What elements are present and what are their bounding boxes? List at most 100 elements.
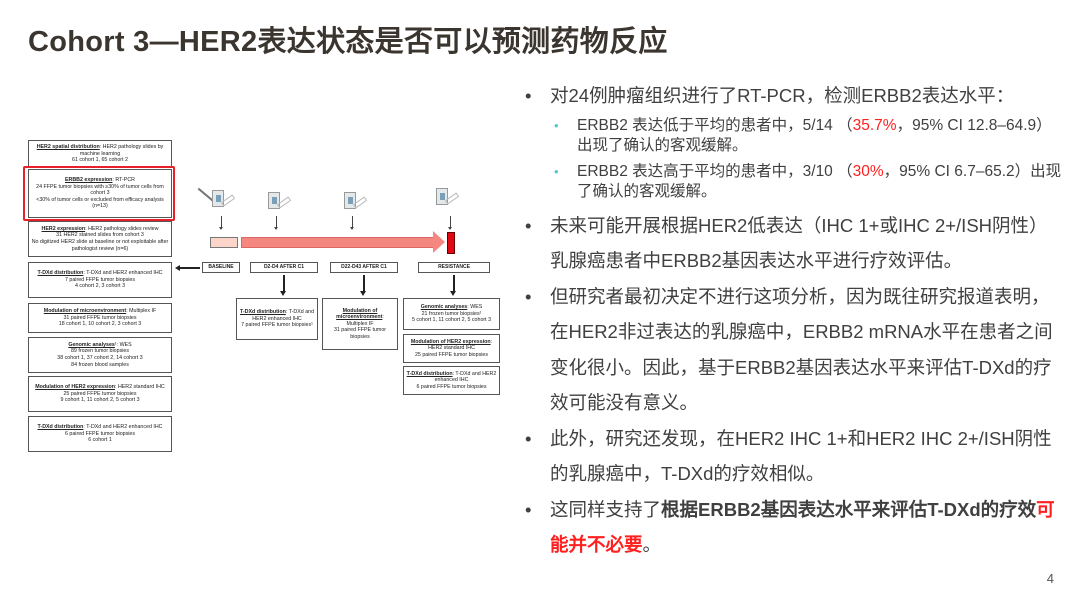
text: 这同样支持了 xyxy=(550,498,662,520)
biopsy-slide-icon xyxy=(436,188,460,214)
sub-bullet-item: ERBB2 表达高于平均的患者中，3/10 （30%，95% CI 6.7–65… xyxy=(523,162,1063,202)
box-heading-label: HER2 expression xyxy=(41,225,86,232)
small-arrow xyxy=(219,216,223,230)
baseline-left-arrow xyxy=(178,267,200,269)
box-heading: HER2 expression: HER2 pathology slides r… xyxy=(31,226,169,233)
highlight-value: 30% xyxy=(852,162,884,180)
box-heading: ERBB2 expression: RT-PCR xyxy=(31,177,169,184)
bullet-item: 对24例肿瘤组织进行了RT-PCR，检测ERBB2表达水平： xyxy=(523,78,1063,114)
bullet-item: 但研究者最初决定不进行这项分析，因为既往研究报道表明，在HER2非过表达的乳腺癌… xyxy=(523,279,1063,421)
box-line: No digitized HER2 slide at baseline or n… xyxy=(31,239,169,252)
bullet-item: 未来可能开展根据HER2低表达（IHC 1+或IHC 2+/ISH阴性）乳腺癌患… xyxy=(523,208,1063,279)
down-arrow xyxy=(360,275,366,296)
down-arrow xyxy=(280,275,286,296)
box-line: 31 HER2 stained slides from cohort 3 xyxy=(56,232,144,239)
box-line: 18 cohort 1, 10 cohort 2, 3 cohort 3 xyxy=(58,321,142,328)
diagram-box: T-DXd distribution: T-DXd and HER2 enhan… xyxy=(236,298,318,340)
box-method: : WES xyxy=(467,304,483,311)
baseline-marker xyxy=(210,237,238,248)
diagram-box: HER2 spatial distribution: HER2 patholog… xyxy=(28,140,172,168)
box-heading: Modulation of HER2 expression: HER2 stan… xyxy=(406,339,497,352)
diagram-box: T-DXd distribution: T-DXd and HER2 enhan… xyxy=(28,262,172,298)
timepoint-d2-d4: D2-D4 AFTER C1 xyxy=(250,262,318,273)
box-heading: Modulation of microenvironment: Multiple… xyxy=(325,308,395,328)
box-line: 84 frozen blood samples xyxy=(71,361,129,368)
text: 。 xyxy=(642,534,662,555)
resistance-marker xyxy=(447,232,455,254)
highlight-text: 可能并不必要 xyxy=(550,498,1055,556)
box-heading-label: Modulation of HER2 expression xyxy=(410,338,491,345)
slide-title: Cohort 3—HER2表达状态是否可以预测药物反应 xyxy=(28,26,668,58)
timepoint-d22-d43: D22-D43 AFTER C1 xyxy=(330,262,398,273)
box-heading-label: T-DXd distribution xyxy=(37,424,84,431)
biopsy-slide-icon xyxy=(268,192,292,218)
box-method: : HER2 standard IHC xyxy=(115,384,165,391)
diagram-box: T-DXd distribution: T-DXd and HER2 enhan… xyxy=(28,416,172,452)
box-heading: T-DXd distribution: T-DXd and HER2 enhan… xyxy=(239,309,315,322)
box-heading: T-DXd distribution: T-DXd and HER2 enhan… xyxy=(31,424,169,431)
sub-bullet-item: ERBB2 表达低于平均的患者中，5/14 （35.7%，95% CI 12.8… xyxy=(523,116,1063,156)
box-line: 7 paired FFPE tumor biopsies xyxy=(64,276,136,283)
diagram-box: Modulation of microenvironment: Multiple… xyxy=(322,298,398,350)
timepoint-baseline: BASELINE xyxy=(202,262,240,273)
box-method: : T-DXd and HER2 enhanced IHC xyxy=(83,424,163,431)
treatment-arrow-head xyxy=(433,231,445,253)
box-method: : T-DXd and HER2 enhanced IHC xyxy=(434,370,497,384)
small-arrow xyxy=(448,216,452,230)
box-heading-label: Genomic analyses xyxy=(68,341,115,348)
box-method: : Multiplex IF xyxy=(346,314,384,327)
box-method: : HER2 standard IHC xyxy=(428,338,493,352)
box-heading-label: Modulation of microenvironment xyxy=(336,307,383,321)
box-method: : HER2 pathology slides review xyxy=(85,225,159,232)
box-heading-label: Genomic analyses xyxy=(420,304,468,311)
highlight-value: 35.7% xyxy=(852,116,897,134)
box-line: 61 cohort 1, 65 cohort 2 xyxy=(72,157,128,164)
box-heading: T-DXd distribution: T-DXd and HER2 enhan… xyxy=(31,270,169,277)
text: ERBB2 表达低于平均的患者中，5/14 （ xyxy=(577,116,853,134)
box-line: 6 paired FFPE tumor biopsies xyxy=(64,430,136,437)
box-method: : HER2 pathology slides by machine learn… xyxy=(79,144,164,157)
treatment-arrow xyxy=(241,237,435,248)
box-heading: Modulation of microenvironment: Multiple… xyxy=(31,308,169,315)
biopsy-slide-icon xyxy=(212,190,236,216)
box-heading-label: Modulation of microenvironment xyxy=(43,308,127,315)
box-line: <30% of tumor cells or excluded from eff… xyxy=(36,196,164,210)
box-line: 9 cohort 1, 11 cohort 2, 5 cohort 3 xyxy=(60,397,140,404)
box-method: : T-DXd and HER2 enhanced IHC xyxy=(252,309,315,322)
box-heading-label: Modulation of HER2 expression xyxy=(35,384,115,391)
box-heading-label: T-DXd distribution xyxy=(406,370,453,377)
box-heading: Genomic analyses¹: WES xyxy=(31,342,169,349)
box-method: : T-DXd and HER2 enhanced IHC xyxy=(83,270,163,277)
box-method: : Multiplex IF xyxy=(126,308,157,315)
text: ERBB2 表达高于平均的患者中，3/10 （ xyxy=(577,162,853,180)
text: ，95% CI 6.7–65.2）出现了确认的客观缓解。 xyxy=(577,162,1062,200)
box-line: 25 paired FFPE tumor biopsies xyxy=(63,390,137,397)
box-heading: Genomic analyses: WES xyxy=(406,304,497,311)
biopsy-slide-icon xyxy=(344,192,368,218)
diagram-box: Modulation of HER2 expression: HER2 stan… xyxy=(403,334,500,363)
diagram-box: Modulation of HER2 expression: HER2 stan… xyxy=(28,376,172,412)
box-heading: T-DXd distribution: T-DXd and HER2 enhan… xyxy=(406,371,497,384)
highlight-frame xyxy=(23,166,175,221)
timepoint-resistance: RESISTANCE xyxy=(418,262,490,273)
box-line: 89 frozen tumor biopsies xyxy=(70,348,129,355)
bold-text: 根据ERBB2基因表达水平来评估T-DXd的疗效 xyxy=(661,498,1037,520)
box-line: 5 cohort 1, 11 cohort 2, 5 cohort 3 xyxy=(411,317,492,324)
box-line: 21 frozen tumor biopsies¹ xyxy=(421,310,482,317)
box-heading: Modulation of HER2 expression: HER2 stan… xyxy=(31,384,169,391)
box-heading-label: T-DXd distribution xyxy=(37,270,84,277)
page-number: 4 xyxy=(1046,571,1054,586)
box-heading-label: T-DXd distribution xyxy=(239,309,286,316)
box-heading-label: ERBB2 expression xyxy=(65,177,113,184)
small-arrow xyxy=(350,216,354,230)
down-arrow xyxy=(450,275,456,296)
box-line: 31 paired FFPE tumor biopsies xyxy=(63,314,137,321)
bullet-item: 这同样支持了根据ERBB2基因表达水平来评估T-DXd的疗效可能并不必要。 xyxy=(523,492,1063,563)
box-line: 6 cohort 1 xyxy=(88,437,112,444)
box-line: 4 cohort 2, 3 cohort 3 xyxy=(74,283,126,290)
box-heading: HER2 spatial distribution: HER2 patholog… xyxy=(31,144,169,157)
box-method: ¹: WES xyxy=(114,341,132,348)
